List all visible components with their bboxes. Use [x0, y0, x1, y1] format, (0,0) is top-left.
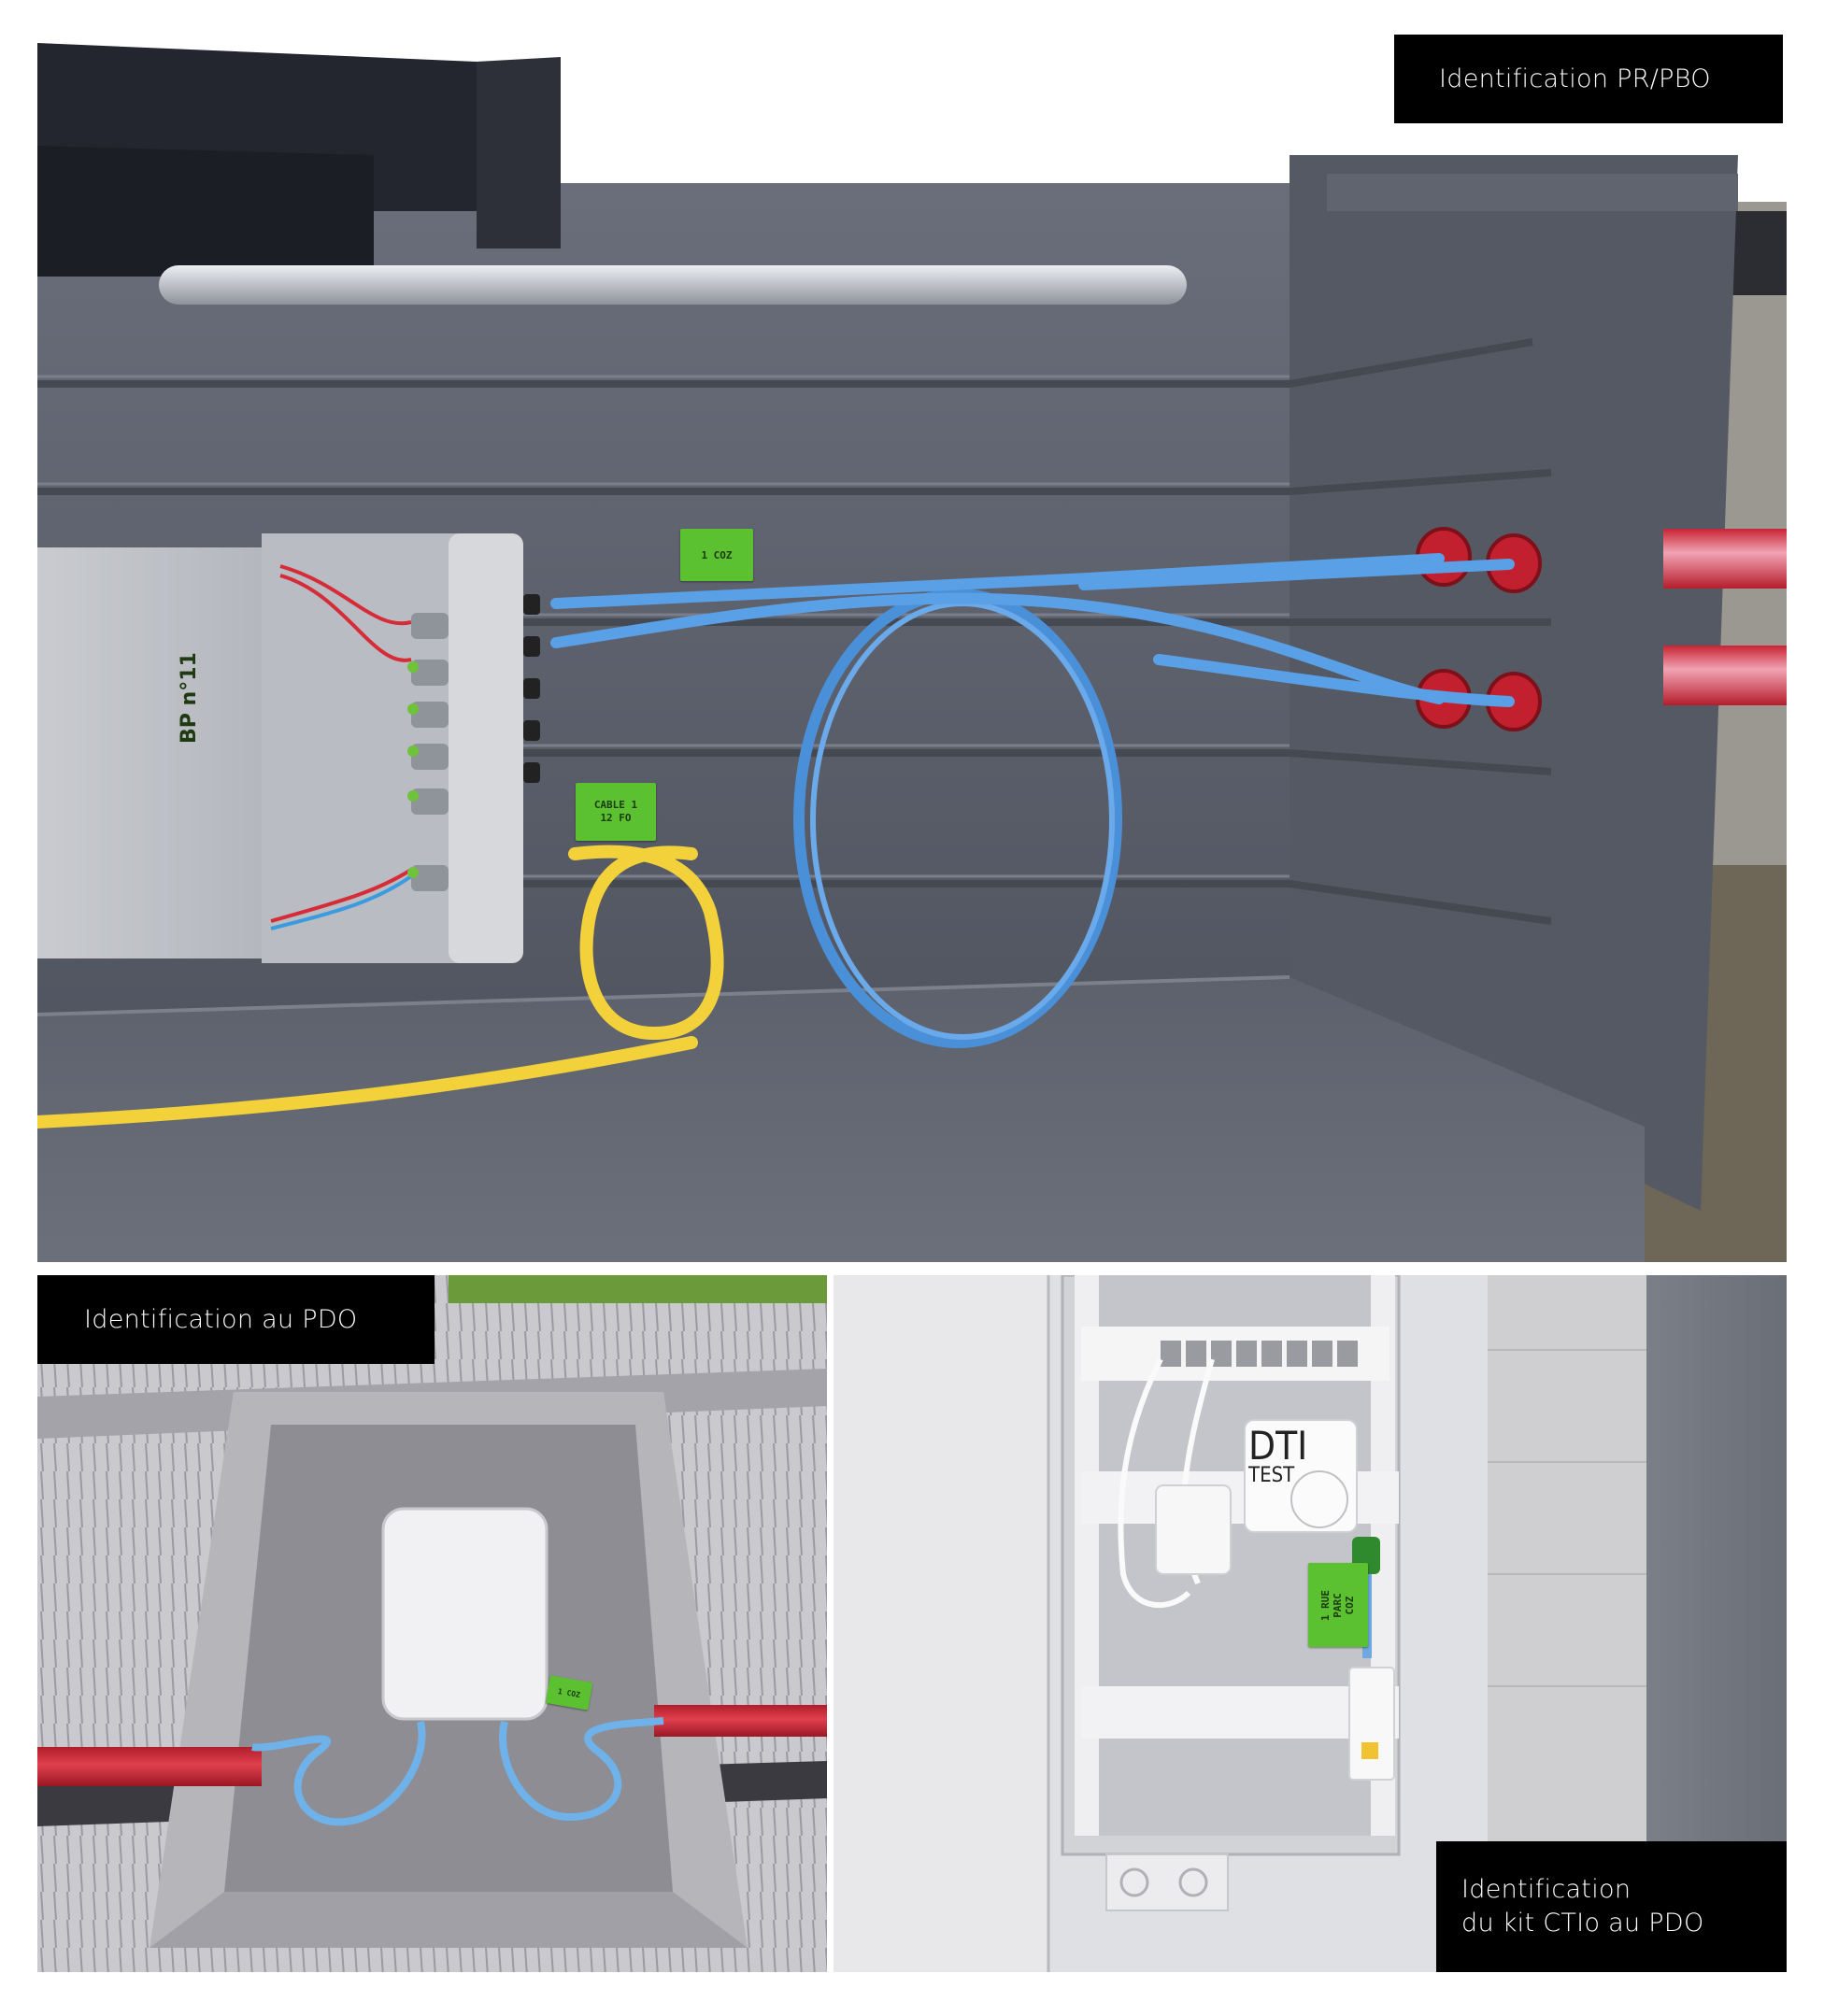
dti-test-module: DTI TEST	[1248, 1423, 1308, 1487]
splice-box-cover	[37, 547, 262, 958]
ctio-green-tag: 1 RUE PARC COZ	[1308, 1563, 1368, 1647]
chamber-render	[37, 43, 1787, 1262]
panel-pr-pbo: BP n°11 1 COZ CABLE 1 12 FO Identificati…	[37, 24, 1787, 1262]
pit-render	[37, 1275, 827, 1972]
splice-box-label: BP n°11	[178, 652, 201, 744]
panel-ctio-kit: DTI TEST 1 RUE PARC COZ Identification d…	[834, 1275, 1787, 1972]
label-identification-kit-ctio: Identification du kit CTIo au PDO	[1436, 1841, 1787, 1972]
cable-tag-1coz: 1 COZ	[680, 529, 753, 581]
cabinet-render	[834, 1275, 1787, 1972]
panel-pdo: 1 COZ Identification au PDO	[37, 1275, 827, 1972]
label-identification-au-pdo: Identification au PDO	[37, 1275, 435, 1364]
cable-tag-cable1: CABLE 1 12 FO	[576, 783, 656, 841]
label-identification-pr-pbo: Identification PR/PBO	[1394, 35, 1783, 123]
